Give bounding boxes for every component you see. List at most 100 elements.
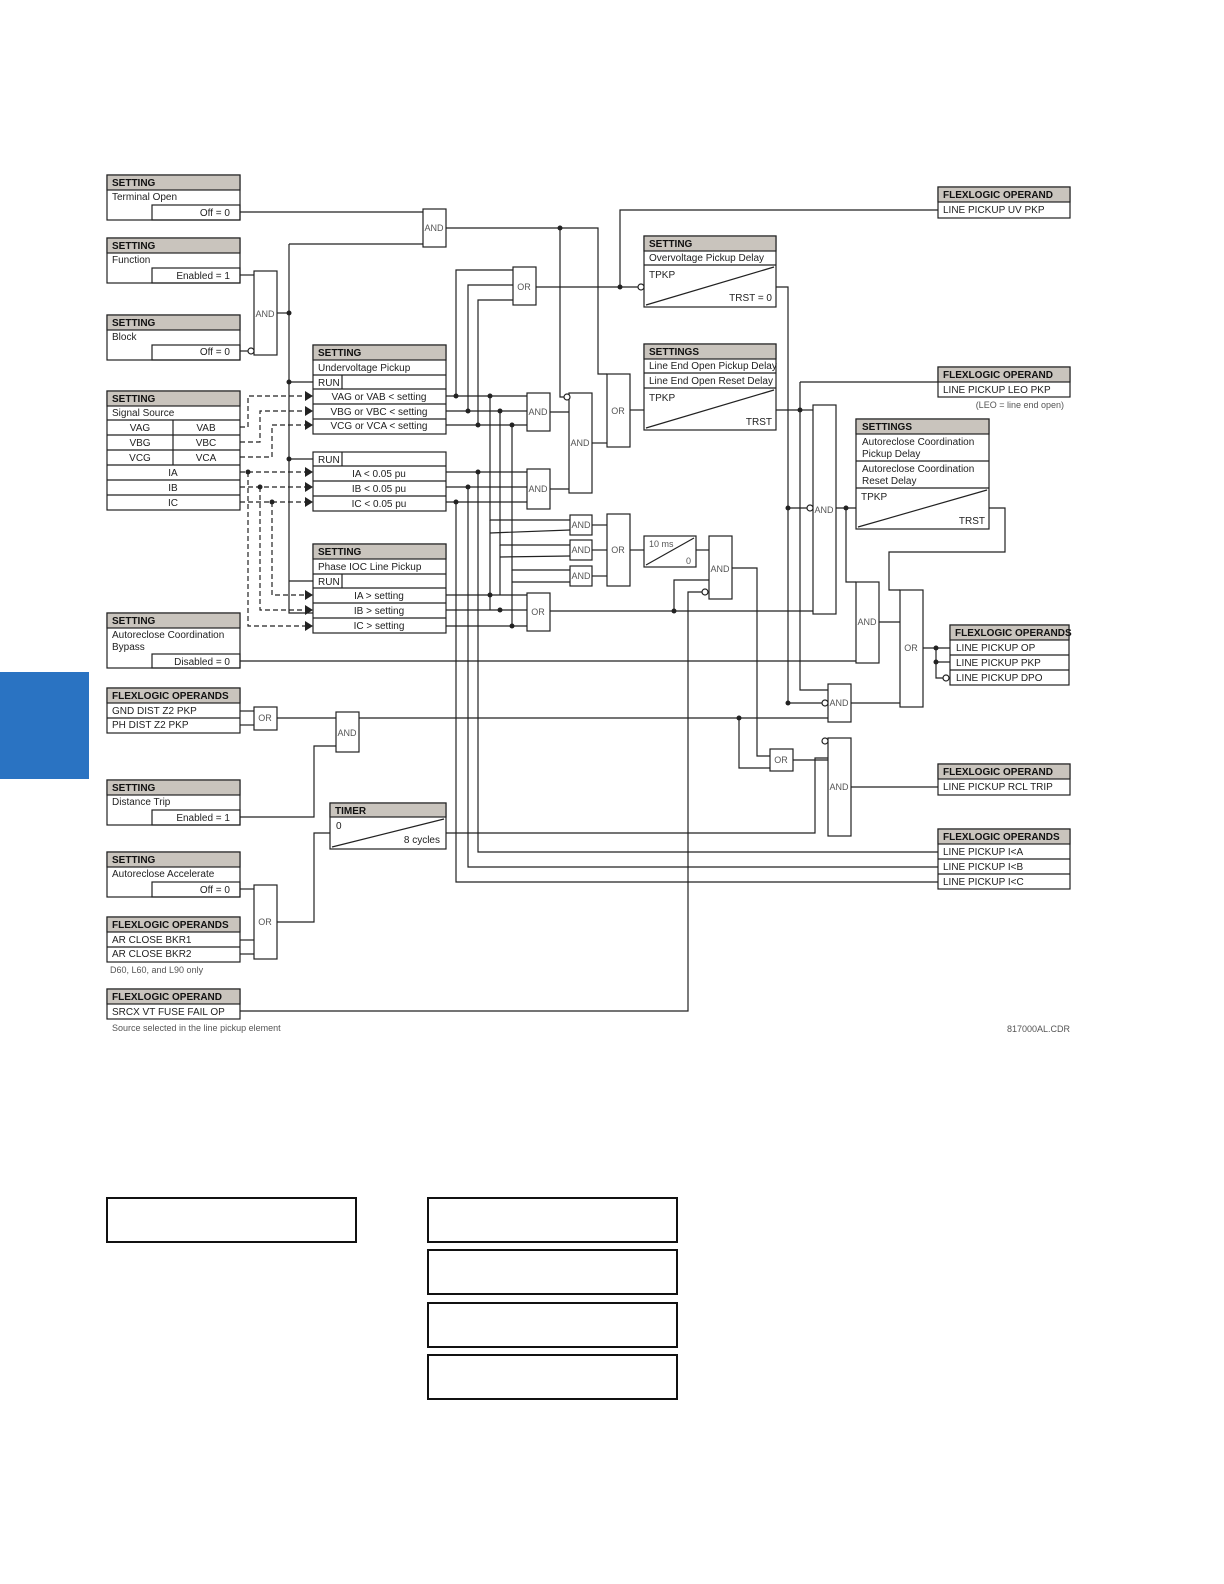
placeholder-box-3 — [427, 1249, 678, 1295]
placeholder-box-1 — [106, 1197, 357, 1243]
ioc-row-1: IA > setting — [354, 591, 404, 602]
run-undervoltage: RUN — [318, 378, 340, 389]
hdr-ov-delay: SETTING — [649, 239, 693, 250]
ss-vbg: VBG — [129, 438, 150, 449]
output-ilc — [937, 828, 1071, 890]
ss-ia: IA — [168, 468, 178, 479]
hdr-main-outputs: FLEXLOGIC OPERANDS — [955, 628, 1072, 639]
arrow-markers — [305, 391, 313, 631]
hdr-undervoltage: SETTING — [318, 348, 362, 359]
item-ilc-c: LINE PICKUP I<C — [943, 877, 1024, 888]
output-main — [949, 624, 1070, 686]
hdr-timer: TIMER — [335, 806, 367, 817]
hdr-leo-pkp: FLEXLOGIC OPERAND — [943, 370, 1053, 381]
timer-10ms-zero: 0 — [686, 556, 691, 566]
element-phase-ioc — [312, 543, 447, 634]
gate-label-or-1: OR — [517, 282, 531, 292]
inversion-bubbles — [247, 283, 950, 745]
ss-ic: IC — [168, 498, 178, 509]
cur-row-1: IA < 0.05 pu — [352, 469, 406, 480]
ss-vag: VAG — [130, 423, 151, 434]
arc-trst: TRST — [959, 516, 985, 527]
run-phase-ioc: RUN — [318, 577, 340, 588]
label-ar-accelerate: Autoreclose Accelerate — [112, 869, 215, 880]
ov-trst: TRST = 0 — [729, 293, 772, 304]
element-leo-delay — [643, 343, 777, 431]
label-terminal-open: Terminal Open — [112, 192, 177, 203]
value-distance-trip: Enabled = 1 — [176, 813, 230, 824]
arc-tpkp: TPKP — [861, 492, 887, 503]
element-timer-10ms — [643, 535, 697, 568]
value-ar-bypass: Disabled = 0 — [174, 657, 230, 668]
ioc-row-2: IB > setting — [354, 606, 404, 617]
label-ov-delay: Overvoltage Pickup Delay — [649, 253, 764, 264]
input-distance-trip — [106, 779, 241, 826]
item-vt-fuse: SRCX VT FUSE FAIL OP — [112, 1007, 225, 1018]
gate-and-14 — [335, 711, 360, 753]
input-ar-close — [106, 916, 241, 963]
ss-ib: IB — [168, 483, 178, 494]
input-ar-accelerate — [106, 851, 241, 898]
label-undervoltage: Undervoltage Pickup — [318, 363, 411, 374]
wiring — [240, 209, 1006, 1012]
gate-label-or-4: OR — [531, 607, 545, 617]
input-dist-z2 — [106, 687, 241, 734]
item-line-pickup-pkp: LINE PICKUP PKP — [956, 658, 1041, 669]
run-current: RUN — [318, 455, 340, 466]
gate-or-4 — [526, 592, 551, 632]
gate-or-1 — [512, 266, 537, 306]
ss-vab: VAB — [196, 423, 216, 434]
gate-label-or-2: OR — [611, 406, 625, 416]
gate-label-and-4: AND — [570, 438, 590, 448]
uv-row-2: VBG or VBC < setting — [331, 407, 428, 418]
ov-tpkp: TPKP — [649, 270, 675, 281]
gate-label-and-1: AND — [424, 223, 444, 233]
output-uv-pkp — [937, 186, 1071, 219]
label-distance-trip: Distance Trip — [112, 797, 171, 808]
hdr-distance-trip: SETTING — [112, 783, 156, 794]
gate-label-and-5: AND — [528, 484, 548, 494]
label-ar-coord-2: Autoreclose Coordination — [862, 464, 974, 475]
value-function: Enabled = 1 — [176, 271, 230, 282]
label-leo-2: Line End Open Reset Delay — [649, 376, 773, 387]
hdr-block: SETTING — [112, 318, 156, 329]
ss-vbc: VBC — [196, 438, 217, 449]
hdr-leo-delay: SETTINGS — [649, 347, 699, 358]
label-ar-coord-1: Autoreclose Coordination — [862, 437, 974, 448]
gate-label-and-9: AND — [710, 564, 730, 574]
hdr-ar-coord: SETTINGS — [862, 422, 912, 433]
gate-label-and-11: AND — [857, 617, 877, 627]
input-terminal-open — [106, 174, 241, 221]
label-ar-coord-1b: Pickup Delay — [862, 449, 920, 460]
junction-dots — [245, 225, 939, 721]
gate-label-and-6: AND — [571, 520, 591, 530]
ss-vcg: VCG — [129, 453, 151, 464]
label-leo-1: Line End Open Pickup Delay — [649, 361, 777, 372]
hdr-vt-fuse: FLEXLOGIC OPERAND — [112, 992, 222, 1003]
ss-vca: VCA — [196, 453, 217, 464]
value-ar-accelerate: Off = 0 — [200, 885, 231, 896]
input-function — [106, 237, 241, 284]
gate-label-and-2: AND — [255, 309, 275, 319]
uv-row-1: VAG or VAB < setting — [332, 392, 427, 403]
item-ilc-b: LINE PICKUP I<B — [943, 862, 1023, 873]
timer-right: 8 cycles — [404, 835, 440, 846]
leo-tpkp: TPKP — [649, 393, 675, 404]
element-undervoltage — [312, 344, 447, 435]
note-leo: (LEO = line end open) — [976, 400, 1064, 410]
hdr-rcl-trip: FLEXLOGIC OPERAND — [943, 767, 1053, 778]
hdr-ar-bypass: SETTING — [112, 616, 156, 627]
label-block: Block — [112, 332, 137, 343]
item-uv-pkp: LINE PICKUP UV PKP — [943, 205, 1045, 216]
hdr-signal-source: SETTING — [112, 394, 156, 405]
placeholder-box-2 — [427, 1197, 678, 1243]
hdr-ar-close: FLEXLOGIC OPERANDS — [112, 920, 229, 931]
cur-row-3: IC < 0.05 pu — [352, 499, 407, 510]
gate-label-and-3: AND — [528, 407, 548, 417]
cur-row-2: IB < 0.05 pu — [352, 484, 406, 495]
label-ar-bypass-1: Autoreclose Coordination — [112, 630, 224, 641]
element-timer — [329, 802, 447, 850]
gate-label-and-13: AND — [829, 782, 849, 792]
placeholder-box-5 — [427, 1354, 678, 1400]
input-signal-source — [106, 390, 241, 511]
